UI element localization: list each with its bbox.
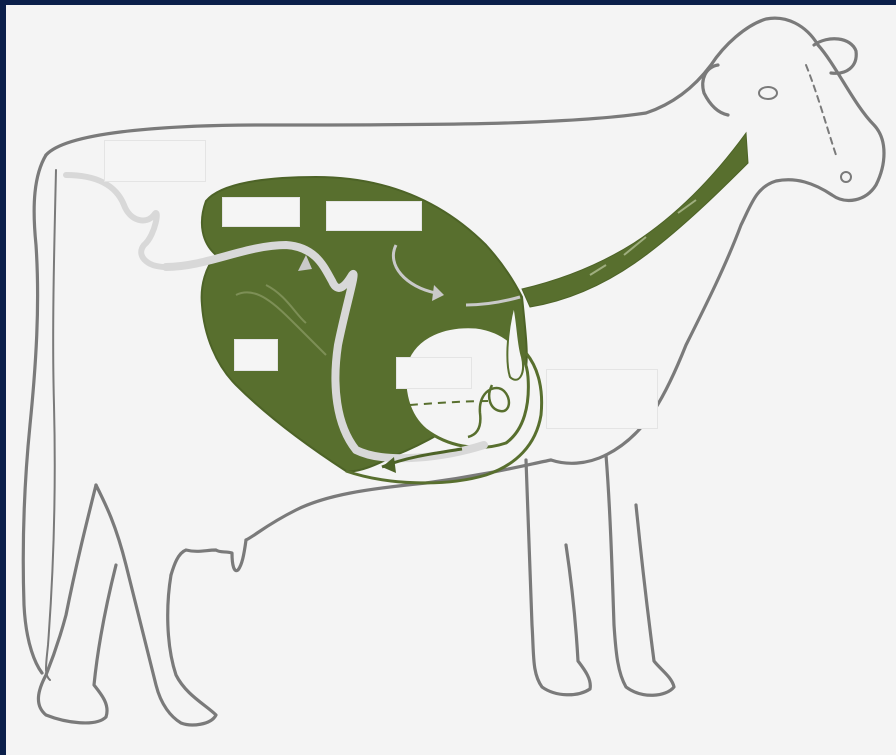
esophagus	[522, 133, 748, 307]
intestine-loop	[66, 175, 166, 267]
front-leg-right-outline	[606, 455, 674, 695]
nostril	[841, 172, 851, 182]
label-box-4[interactable]	[234, 339, 278, 371]
label-box-2[interactable]	[222, 197, 300, 227]
hind-leg-outline	[96, 485, 216, 725]
front-leg-left-outline	[526, 460, 590, 695]
face-line	[806, 65, 836, 155]
eye	[759, 87, 777, 99]
label-box-6[interactable]	[396, 357, 472, 389]
label-box-5[interactable]	[546, 369, 658, 429]
left-ear-outline	[703, 65, 728, 115]
label-box-1[interactable]	[104, 140, 206, 182]
cow-belly-outline	[246, 460, 551, 540]
rump-outline	[23, 155, 46, 673]
diagram-canvas	[6, 5, 896, 755]
tail-outline	[46, 170, 56, 680]
label-box-3[interactable]	[326, 201, 422, 231]
udder-outline	[171, 540, 246, 575]
